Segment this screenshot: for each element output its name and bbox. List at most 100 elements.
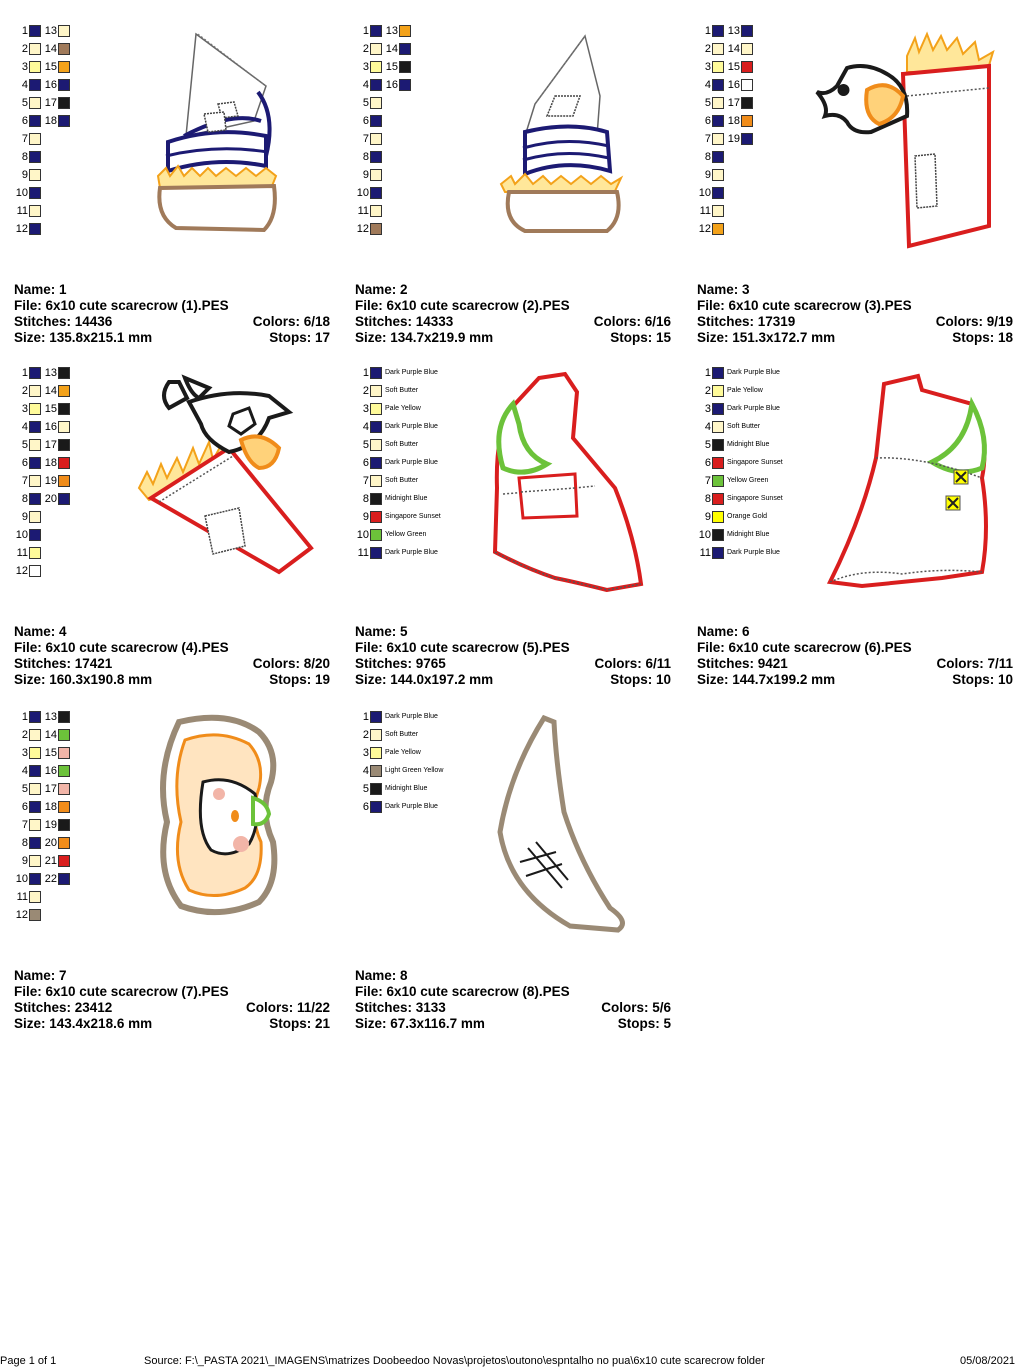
legend-number: 13 (44, 711, 57, 723)
legend-entry: 16 (43, 78, 70, 92)
legend-entry: 8 (14, 150, 41, 164)
color-swatch (29, 385, 41, 397)
color-swatch (29, 439, 41, 451)
legend-entry: 1 (14, 710, 41, 724)
color-swatch (29, 873, 41, 885)
design-file: File: 6x10 cute scarecrow (4).PES (14, 640, 229, 655)
design-colors: Colors: 6/16 (593, 314, 671, 329)
design-file: File: 6x10 cute scarecrow (5).PES (355, 640, 570, 655)
color-swatch (712, 205, 724, 217)
legend-entry: 12 (14, 564, 41, 578)
color-swatch (370, 97, 382, 109)
legend-number: 4 (21, 79, 28, 91)
legend-entry: 13 (43, 710, 70, 724)
design-file: File: 6x10 cute scarecrow (6).PES (697, 640, 912, 655)
legend-number: 20 (44, 837, 57, 849)
legend-number: 15 (44, 403, 57, 415)
legend-entry: 17 (43, 96, 70, 110)
color-swatch (58, 97, 70, 109)
legend-number: 3 (21, 61, 28, 73)
legend-entry: 14 (384, 42, 411, 56)
legend-entry: 10 (14, 186, 41, 200)
color-swatch (29, 729, 41, 741)
legend-number: 10 (356, 187, 369, 199)
legend-number: 15 (44, 747, 57, 759)
design-colors: Colors: 6/18 (252, 314, 330, 329)
legend-number: 17 (727, 97, 740, 109)
legend-number: 19 (727, 133, 740, 145)
legend-entry: 10 (14, 528, 41, 542)
legend-number: 9 (704, 511, 711, 523)
color-swatch (58, 457, 70, 469)
design-size: Size: 144.7x199.2 mm (697, 672, 836, 687)
color-swatch (370, 711, 382, 723)
legend-number: 3 (704, 61, 711, 73)
legend-number: 11 (357, 547, 369, 559)
color-swatch (29, 133, 41, 145)
color-swatch (29, 25, 41, 37)
legend-entry: 15 (43, 60, 70, 74)
legend-entry: 1 (697, 24, 724, 38)
design-colors: Colors: 6/11 (594, 656, 671, 671)
color-swatch (741, 43, 753, 55)
design-stops: Stops: 21 (269, 1016, 330, 1031)
legend-number: 4 (21, 421, 28, 433)
legend-number: 9 (704, 169, 711, 181)
design-stops: Stops: 5 (617, 1016, 671, 1031)
color-swatch (399, 79, 411, 91)
legend-number: 7 (704, 133, 711, 145)
thread-name: Dark Purple Blue (385, 713, 438, 720)
legend-entry: 8 (355, 150, 382, 164)
design-preview-sleeve (497, 714, 625, 933)
color-swatch (370, 133, 382, 145)
page-footer: Page 1 of 1 Source: F:\_PASTA 2021\_IMAG… (0, 1355, 1024, 1369)
legend-entry: 6 (355, 114, 382, 128)
print-date: 05/08/2021 (960, 1355, 1016, 1367)
legend-number: 15 (385, 61, 398, 73)
color-swatch (370, 439, 382, 451)
color-swatch (29, 819, 41, 831)
thread-name: Yellow Green (385, 531, 427, 538)
color-swatch (370, 367, 382, 379)
legend-number: 6 (362, 801, 369, 813)
legend-number: 11 (16, 205, 28, 217)
legend-number: 8 (704, 151, 711, 163)
legend-number: 2 (21, 729, 28, 741)
color-swatch (399, 25, 411, 37)
color-swatch (29, 79, 41, 91)
legend-number: 22 (44, 873, 57, 885)
color-swatch (29, 115, 41, 127)
design-size: Size: 144.0x197.2 mm (355, 672, 494, 687)
design-info: Name: 5 File: 6x10 cute scarecrow (5).PE… (355, 624, 671, 688)
color-swatch (741, 133, 753, 145)
color-swatch (399, 61, 411, 73)
legend-number: 12 (698, 223, 711, 235)
color-swatch (58, 385, 70, 397)
legend-entry: 20 (43, 836, 70, 850)
legend-number: 14 (44, 385, 57, 397)
legend-entry: 1 (355, 24, 382, 38)
legend-number: 2 (704, 43, 711, 55)
color-swatch (29, 457, 41, 469)
legend-number: 6 (362, 457, 369, 469)
legend-entry: 15 (384, 60, 411, 74)
legend-number: 5 (704, 97, 711, 109)
design-colors: Colors: 7/11 (936, 656, 1013, 671)
color-swatch (29, 475, 41, 487)
color-swatch (29, 837, 41, 849)
legend-number: 10 (698, 187, 711, 199)
legend-entry: 5 (14, 438, 41, 452)
color-swatch (712, 403, 724, 415)
legend-entry: 18 (726, 114, 753, 128)
legend-number: 11 (357, 205, 369, 217)
legend-number: 8 (362, 493, 369, 505)
color-swatch (29, 223, 41, 235)
color-swatch (29, 529, 41, 541)
color-swatch (29, 891, 41, 903)
legend-entry: 4 (14, 764, 41, 778)
design-preview-dress (826, 373, 988, 589)
